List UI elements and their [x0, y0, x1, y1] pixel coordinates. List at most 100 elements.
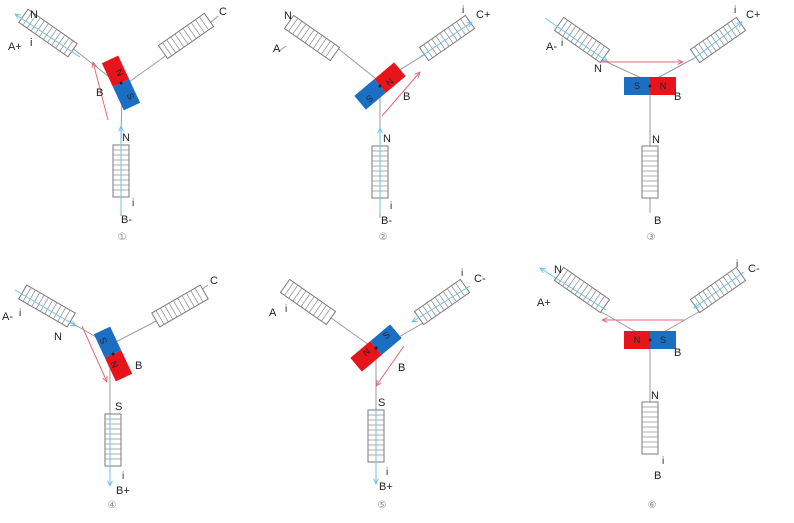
coil-b-pole-label: N [652, 134, 660, 146]
panel-caption: ③ [647, 232, 656, 243]
magnet-south-label: S [125, 91, 137, 101]
rotor-magnet: N S [101, 55, 141, 111]
rotor-label: B [403, 91, 410, 103]
rotor-magnet: N S [354, 62, 406, 110]
rotor-magnet: N S [624, 331, 676, 349]
field-arrow [93, 62, 109, 121]
current-arrow-a [14, 289, 76, 326]
rotor-magnet: N S [624, 77, 676, 95]
magnet-north-label: N [361, 346, 372, 358]
panel-caption: ② [379, 232, 388, 243]
magnet-north-label: N [114, 68, 126, 78]
magnet-north-label: N [109, 359, 121, 369]
coil-b-current-label: i [390, 201, 392, 212]
coil-a-pole-label: N [594, 63, 602, 75]
coil-b [641, 401, 659, 455]
current-arrow-a [15, 14, 81, 58]
rotor-label: B [135, 360, 142, 372]
magnet-south-label: S [634, 81, 640, 91]
coil-b-pole-label: N [122, 132, 130, 144]
magnet-south-label: S [660, 335, 666, 345]
coil-b-pole-label: S [378, 397, 385, 409]
rotor-magnet: N S [350, 324, 402, 372]
coil-a-current-label: i [285, 304, 287, 315]
coil-a-label: A+ [537, 297, 551, 309]
current-arrow-c [691, 22, 742, 61]
coil-a-current-label: i [561, 38, 563, 49]
coil-b-current-label: i [386, 467, 388, 478]
coil-c-current-label: i [462, 5, 464, 16]
rotor-label: B [674, 347, 681, 359]
coil-a [18, 284, 76, 328]
coil-a [553, 16, 611, 64]
coil-b-current-label: i [122, 471, 124, 482]
coil-c [689, 266, 747, 314]
panel-5: N S A i C- i B S i B+ ⑤ [269, 268, 486, 511]
coil-c-label: C [219, 6, 227, 18]
coil-b [104, 413, 122, 467]
coil-c-label: C [210, 275, 218, 287]
current-arrow-a [540, 268, 607, 311]
coil-a-label: A- [2, 311, 13, 323]
magnet-north-label: N [660, 81, 667, 91]
panel-3: N S A- i N C+ i B N B ③ [544, 5, 760, 243]
coil-b-current-label: i [662, 456, 664, 467]
panel-caption: ⑤ [378, 500, 387, 511]
coil-c [151, 284, 209, 328]
panel-6: N S N A+ C- i B N i B ⑥ [537, 259, 760, 511]
coil-a [279, 278, 337, 326]
coil-a-pole-label: N [554, 264, 562, 276]
coil-a-label: A- [546, 41, 557, 53]
coil-c-current-label: i [461, 268, 463, 279]
rotor-label: B [96, 87, 103, 99]
rotor-label: B [674, 91, 681, 103]
rotor-label: B [398, 362, 405, 374]
current-arrow-c [419, 22, 472, 58]
coil-c [413, 278, 471, 326]
coil-a-label: A+ [8, 41, 22, 53]
coil-b-pole-label: N [651, 390, 659, 402]
wire-a-out [277, 45, 287, 53]
current-arrow-c [412, 285, 471, 322]
wire-c [109, 317, 163, 346]
current-arrow-c [694, 271, 745, 308]
coil-b-label: B- [381, 215, 392, 227]
coil-c-current-label: i [736, 259, 738, 270]
coil-b-label: B [654, 470, 661, 482]
current-arrow-a [544, 17, 608, 62]
coil-b-pole-label: S [115, 401, 122, 413]
magnet-south-label: S [98, 336, 110, 346]
coil-b-label: B- [121, 214, 132, 226]
field-arrow [381, 72, 420, 117]
magnet-south-label: S [364, 93, 375, 105]
coil-c-label: C+ [746, 9, 760, 21]
coil-b [641, 145, 659, 199]
coil-c-label: C- [748, 263, 760, 275]
coil-c [157, 12, 215, 60]
rotor-magnet: N S [93, 326, 133, 382]
panel-1: N S N A+ i C B N i B- ① [8, 6, 227, 243]
coil-a [283, 14, 341, 62]
magnet-south-label: S [381, 330, 392, 342]
coil-c-label: C- [474, 273, 486, 285]
panel-caption: ① [118, 232, 127, 243]
field-arrow [81, 325, 107, 382]
coil-b-current-label: i [132, 198, 134, 209]
coil-a-label: A [269, 307, 277, 319]
coil-a-current-label: i [30, 37, 32, 49]
coil-c-label: C+ [476, 9, 490, 21]
coil-b-pole-label: N [383, 133, 391, 145]
panel-2: N S N A C+ i B N i B- ② [273, 5, 490, 243]
coil-b-label: B+ [116, 485, 130, 497]
coil-a-label: A [273, 43, 281, 55]
coil-b-label: B [654, 215, 661, 227]
coil-b-label: B+ [379, 481, 393, 493]
magnet-north-label: N [634, 335, 641, 345]
coil-a-pole-label: N [54, 331, 62, 343]
panel-4: N S A- i N C B S i B+ ④ [2, 275, 218, 511]
magnet-north-label: N [384, 76, 395, 88]
panel-caption: ④ [108, 500, 117, 511]
field-arrow [376, 345, 405, 386]
coil-a [553, 266, 611, 314]
